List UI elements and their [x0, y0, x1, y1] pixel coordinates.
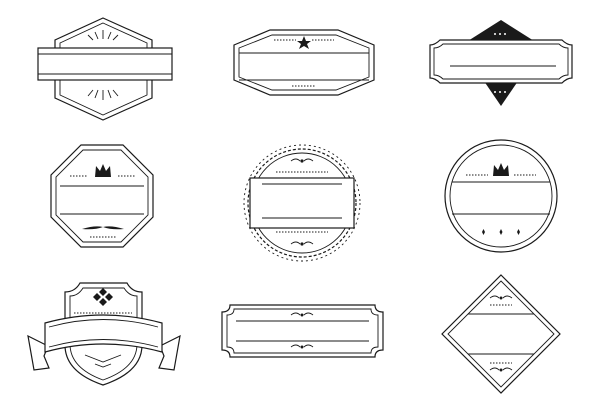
- star-icon: [297, 36, 311, 49]
- notched-rectangle-laurel-badge: [221, 304, 384, 358]
- notched-rectangle-diamond-badge: [429, 20, 573, 106]
- crown-icon: [95, 164, 111, 177]
- octagon-crown-badge: [50, 144, 154, 248]
- laurel-icon: [489, 295, 513, 306]
- hexagon-band-badge: [37, 17, 173, 121]
- dot-row: [494, 33, 506, 93]
- diamond-frame-badge: [441, 274, 561, 394]
- scalloped-circle-badge: [243, 144, 361, 262]
- sparkle-row: [482, 229, 520, 235]
- sunburst-icon: [87, 89, 119, 100]
- laurel-icon: [290, 241, 314, 246]
- crown-icon: [493, 163, 509, 176]
- shield-ribbon-badge: [27, 282, 181, 386]
- flourish-icon: [82, 226, 124, 238]
- circle-crown-badge: [444, 139, 558, 253]
- laurel-icon: [290, 158, 314, 163]
- ribbon-banner: [27, 314, 181, 371]
- laurel-icon: [489, 362, 513, 372]
- laurel-icon: [290, 312, 314, 317]
- sunburst-icon: [87, 30, 119, 41]
- tick-marks: [274, 39, 334, 87]
- elongated-hexagon-star-badge: [233, 29, 375, 96]
- laurel-icon: [290, 344, 314, 349]
- quatrefoil-icon: [93, 288, 113, 306]
